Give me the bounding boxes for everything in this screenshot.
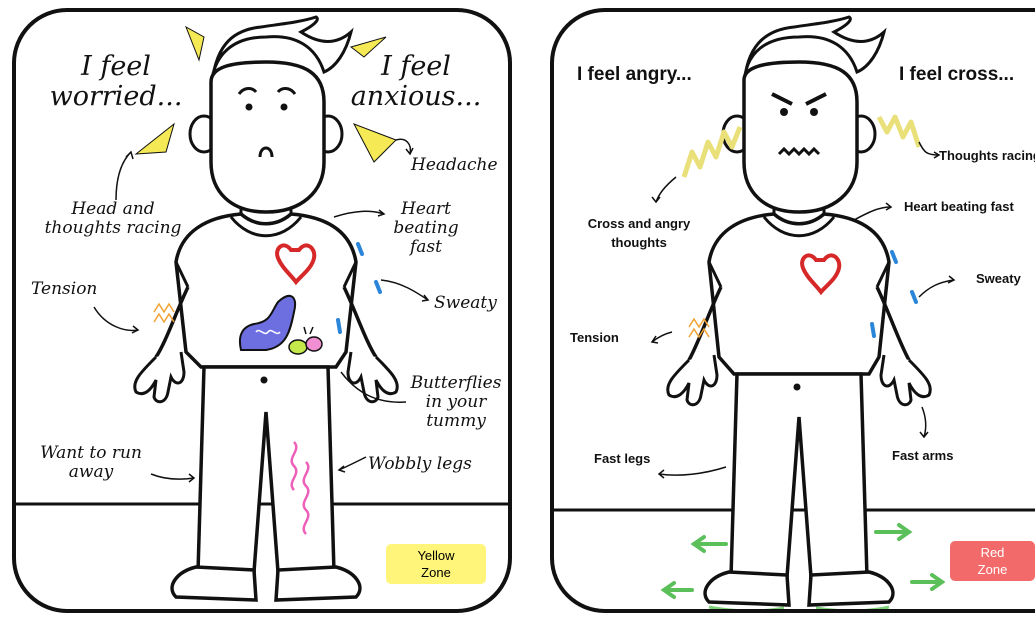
hand-right: [348, 352, 397, 402]
shoe-left: [705, 572, 789, 605]
eye-right: [810, 108, 818, 116]
shirt: [709, 214, 889, 374]
yellow-triangle-icon: [136, 124, 174, 154]
sweat-drop-icon: [358, 244, 362, 254]
sweat-drop-icon: [892, 252, 896, 262]
sweat-drop-icon: [872, 324, 874, 336]
heading-angry: I feel angry...: [577, 64, 692, 86]
sweat-drop-icon: [338, 320, 340, 332]
heading-cross: I feel cross...: [899, 64, 1014, 86]
label-fast-legs: Fast legs: [594, 449, 650, 468]
eye-right: [281, 104, 288, 111]
zigzag-icon: [879, 117, 919, 147]
label-wobbly: Wobbly legs: [368, 455, 472, 474]
shoe-left: [172, 567, 256, 600]
tension-icon: [154, 304, 174, 322]
head: [211, 62, 324, 212]
button: [261, 377, 268, 384]
hand-left: [668, 355, 717, 405]
label-headache: Headache: [411, 156, 498, 175]
label-sweaty: Sweaty: [976, 269, 1021, 288]
sweat-drop-icon: [912, 292, 916, 302]
label-tension: Tension: [570, 328, 619, 347]
label-sweaty: Sweaty: [434, 294, 497, 313]
shoe-right: [276, 567, 360, 600]
label-thoughts-racing: Thoughts racing: [939, 146, 1035, 165]
eye-left: [780, 108, 788, 116]
ground-shadow: [709, 607, 889, 611]
trousers: [731, 374, 867, 577]
hand-right: [881, 355, 930, 405]
angry-boy-illustration: [554, 12, 1035, 613]
shoe-right: [809, 572, 893, 605]
label-heart: Heart beating fast: [904, 197, 1014, 216]
head: [744, 62, 857, 212]
button: [794, 384, 801, 391]
eye-left: [246, 104, 253, 111]
yellow-triangle-icon: [354, 124, 396, 162]
hand-left: [135, 352, 184, 402]
yellow-triangle-icon: [186, 27, 204, 60]
trousers: [198, 367, 334, 572]
label-fast-arms: Fast arms: [892, 446, 953, 465]
sweat-drop-icon: [376, 282, 380, 292]
label-tension: Tension: [31, 280, 97, 299]
red-zone-panel: I feel angry... I feel cross... Cross an…: [550, 8, 1035, 613]
